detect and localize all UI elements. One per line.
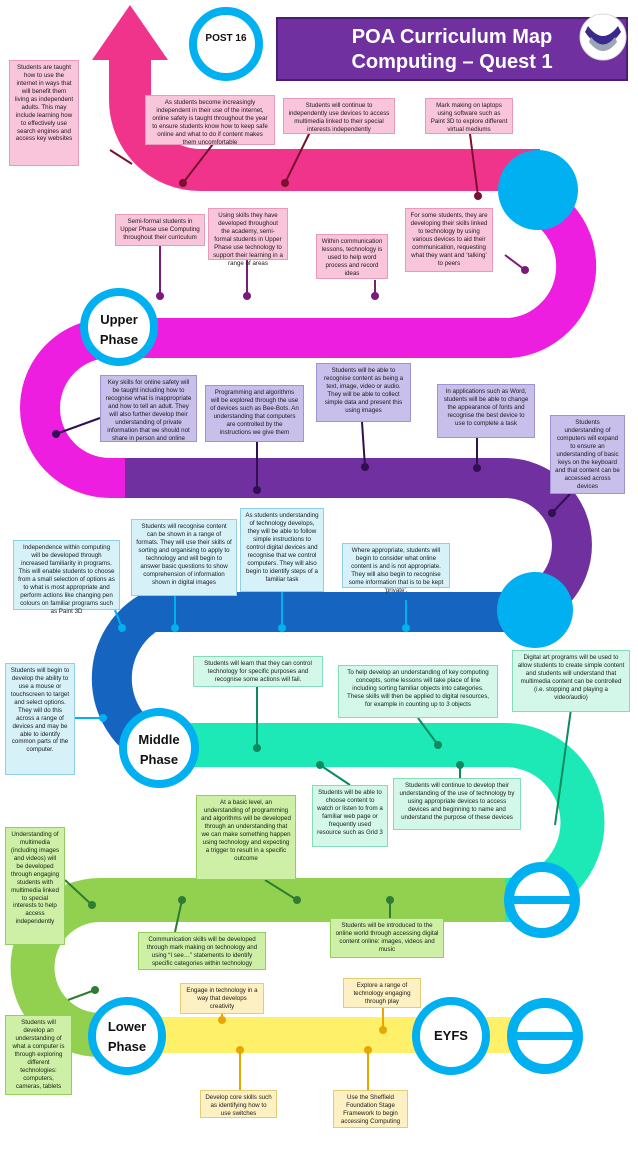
note-upper-programming: Programming and algorithms will be explo… [205,385,304,442]
lower-phase-circle [88,997,166,1075]
upper-phase-label-2: Phase [99,332,139,347]
note-middle-instructions: As students understanding of technology … [240,508,324,592]
note-middle-sorting: To help develop an understanding of key … [338,665,498,718]
upper-phase-label-1: Upper [100,312,138,327]
note-post16-internet: Students are taught how to use the inter… [9,60,79,166]
lower-phase-label-1: Lower [107,1019,147,1034]
note-middle-digital-art: Digital art programs will be used to all… [512,650,630,712]
title-line-2: Computing – Quest 1 [351,51,553,73]
note-eyfs-play: Explore a range of technology engaging t… [343,978,421,1008]
arrow-head [92,5,168,60]
upper-end-circle [497,572,573,648]
note-middle-content-formats: Students will recognise content can be s… [131,519,237,596]
school-logo-icon [579,13,627,61]
eyfs-circle [412,997,490,1075]
note-middle-appropriate-devices: Students will continue to develop their … [393,778,521,830]
eyfs-end-bar [514,1032,576,1040]
lower-end-bar [511,896,573,904]
lower-phase-road [10,878,545,1057]
title-line-1: POA Curriculum Map [351,26,553,48]
title-banner: POA Curriculum Map Computing – Quest 1 [276,17,628,81]
note-lower-multimedia: Understanding of multimedia (including i… [5,827,65,945]
middle-phase-circle [119,708,199,788]
connectors [52,131,576,1090]
middle-phase-label-1: Middle [138,732,180,747]
note-upper-recognise-content: Students will be able to recognise conte… [316,363,411,422]
post16-circle [189,7,263,81]
note-upper-using-skills: Using skills they have developed through… [208,208,288,267]
note-post16-mark-making: Mark making on laptops using software su… [425,98,513,134]
note-eyfs-creativity: Engage in technology in a way that devel… [180,983,264,1014]
note-lower-online-world: Students will be introduced to the onlin… [330,918,444,958]
note-middle-control: Students will learn that they can contro… [193,656,323,687]
note-upper-word: In applications such as Word, students w… [437,384,535,438]
note-upper-communication: Within communication lessons, technology… [316,234,388,279]
note-eyfs-switches: Develop core skills such as identifying … [200,1090,277,1118]
upper-phase-circle [80,288,158,366]
note-middle-independence: Independence within computing will be de… [13,540,120,615]
middle-phase-label-2: Phase [139,752,179,767]
eyfs-label: EYFS [434,1028,468,1043]
note-middle-appropriate: Where appropriate, students will begin t… [342,543,450,594]
note-upper-online-safety: Key skills for online safety will be tau… [100,375,197,442]
note-upper-keyboard: Students understanding of computers will… [550,415,625,494]
post16-end-circle [498,150,578,230]
note-upper-semiformal: Semi-formal students in Upper Phase use … [115,214,205,246]
post16-label: POST 16 [205,33,247,44]
note-eyfs-sheffield: Use the Sheffield Foundation Stage Frame… [333,1090,408,1128]
note-post16-multimedia: Students will continue to independently … [283,98,395,134]
note-middle-mouse: Students will begin to develop the abili… [5,663,75,775]
post16-road [109,60,540,191]
note-post16-online-safety: As students become increasingly independ… [145,95,275,146]
note-lower-computer: Students will develop an understanding o… [5,1015,72,1095]
note-middle-choose-content: Students will be able to choose content … [312,785,388,847]
note-upper-devices: For some students, they are developing t… [405,208,493,272]
lower-phase-label-2: Phase [107,1039,147,1054]
note-lower-programming: At a basic level, an understanding of pr… [196,795,296,880]
note-lower-communication: Communication skills will be developed t… [138,932,266,970]
